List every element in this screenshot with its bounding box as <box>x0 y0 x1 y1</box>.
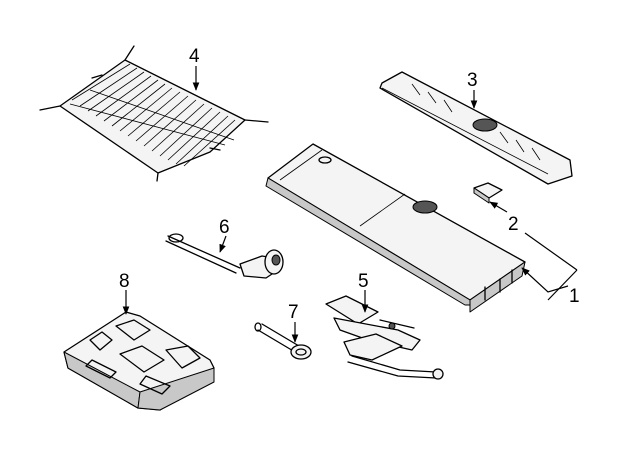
callout-3: 3 <box>467 70 478 91</box>
tool-tray <box>63 311 215 411</box>
callout-4: 4 <box>189 46 200 67</box>
callout-1: 1 <box>569 286 580 307</box>
callout-5: 5 <box>358 271 369 292</box>
cargo-net <box>39 45 269 182</box>
callout-8: 8 <box>119 271 130 292</box>
scissor-jack <box>325 295 444 380</box>
callout-7: 7 <box>288 302 299 323</box>
leader-1b <box>547 269 578 301</box>
leader-1 <box>521 267 569 293</box>
leader-2 <box>489 201 508 213</box>
tow-hook <box>165 233 284 279</box>
clip <box>473 182 503 204</box>
callout-2: 2 <box>508 214 519 235</box>
leader-6 <box>219 235 227 253</box>
tow-eye <box>254 322 312 360</box>
callout-6: 6 <box>219 217 230 238</box>
load-floor-panel <box>265 143 526 313</box>
leader-1c <box>524 232 578 271</box>
sill-trim <box>379 71 573 185</box>
